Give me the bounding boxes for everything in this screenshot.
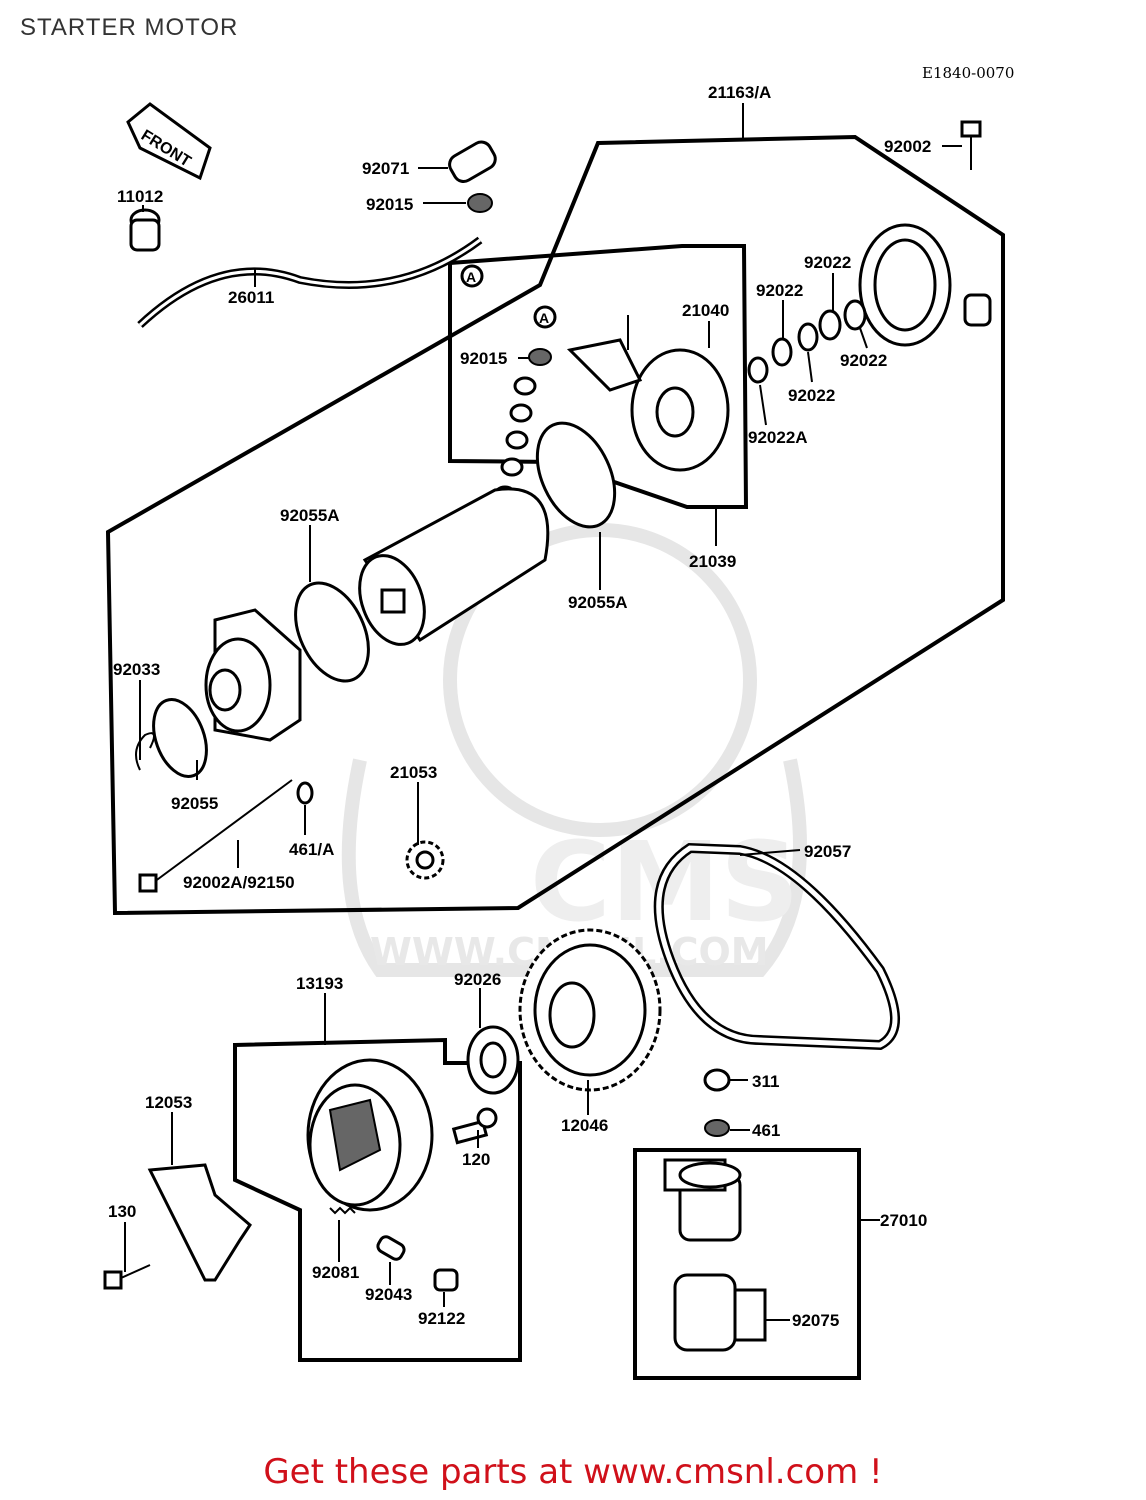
page-title: STARTER MOTOR (20, 14, 239, 41)
washer-461a-icon (296, 781, 314, 805)
part-label-26011: 26011 (228, 288, 274, 307)
part-label-92002: 92002 (884, 137, 931, 156)
part-label-92043: 92043 (365, 1285, 412, 1304)
part-label-13193: 13193 (296, 974, 343, 993)
clutch-box (233, 1037, 522, 1362)
motor-yoke-icon (358, 487, 550, 646)
front-arrow-icon: FRONT (126, 102, 212, 181)
part-label-92022a: 92022A (748, 428, 808, 447)
part-label-92022: 92022 (804, 253, 851, 272)
marker-a-top: A (460, 264, 484, 288)
part-label-27010: 27010 (880, 1211, 927, 1230)
starter-assembly-box (105, 134, 1005, 916)
brush-holder-plate-icon (566, 315, 730, 472)
part-label-120: 120 (462, 1150, 490, 1169)
o-ring-small-icon (152, 698, 208, 778)
relay-cover-icon (673, 1273, 767, 1352)
part-label-92026: 92026 (454, 970, 501, 989)
part-label-92015: 92015 (366, 195, 413, 214)
bolt-icon (960, 120, 982, 170)
thrust-washer-icon (466, 1025, 520, 1095)
part-label-11012: 11012 (117, 187, 163, 206)
part-label-92055a: 92055A (568, 593, 628, 612)
part-label-92055: 92055 (171, 794, 218, 813)
leader-lines (124, 103, 962, 1321)
part-label-130: 130 (108, 1202, 136, 1221)
part-label-92075: 92075 (792, 1311, 839, 1330)
part-label-311: 311 (752, 1072, 779, 1091)
svg-text:A: A (539, 310, 549, 326)
part-label-92015: 92015 (460, 349, 507, 368)
part-label-21039: 21039 (689, 552, 736, 571)
o-ring-left-icon (294, 581, 370, 683)
terminal-boot-icon (129, 208, 161, 252)
washer-461-icon (704, 1119, 730, 1137)
part-label-92022: 92022 (756, 281, 803, 300)
terminal-nut-icon (467, 193, 493, 213)
part-labels: 21163/A 92002 92071 92015 11012 26011 92… (108, 83, 931, 1330)
bracket-icon (147, 1163, 252, 1282)
part-label-21040: 21040 (682, 301, 729, 320)
diagram-reference: E1840-0070 (922, 64, 1015, 82)
relay-box (633, 1148, 861, 1380)
spring-icon (329, 1206, 356, 1215)
part-label-92057: 92057 (804, 842, 851, 861)
o-ring-right-icon (535, 421, 617, 529)
terminal-cap-icon (448, 140, 497, 183)
part-label-461a: 461/A (289, 840, 334, 859)
part-label-21053: 21053 (390, 763, 437, 782)
part-label-92055a: 92055A (280, 506, 340, 525)
svg-text:A: A (466, 269, 476, 285)
through-bolt-icon (138, 779, 293, 893)
starter-sprocket-icon (518, 928, 662, 1092)
part-label-92122: 92122 (418, 1309, 465, 1328)
allen-bolt-icon (451, 1107, 498, 1145)
part-label-461: 461 (752, 1121, 780, 1140)
front-housing-icon (204, 608, 302, 742)
part-label-12053: 12053 (145, 1093, 192, 1112)
footer-link[interactable]: Get these parts at www.cmsnl.com ! (263, 1452, 883, 1492)
part-label-92002a-92150: 92002A/92150 (183, 873, 295, 892)
washer-set-icon (747, 299, 867, 384)
part-label-92022: 92022 (788, 386, 835, 405)
starter-end-cover-icon (858, 223, 992, 347)
part-label-92033: 92033 (113, 660, 160, 679)
part-label-92022: 92022 (840, 351, 887, 370)
nut-311-icon (703, 1068, 731, 1092)
brush-holder-box (448, 244, 749, 509)
cap-icon (433, 1268, 459, 1292)
part-label-12046: 12046 (561, 1116, 608, 1135)
part-label-21163a: 21163/A (708, 83, 771, 102)
part-label-92071: 92071 (362, 159, 409, 178)
part-label-92081: 92081 (312, 1263, 359, 1282)
starter-clutch-icon (306, 1058, 434, 1212)
circlip-icon (135, 732, 155, 771)
plunger-icon (376, 1235, 406, 1261)
pinion-gear-icon (405, 840, 445, 880)
bracket-bolt-icon (103, 1264, 151, 1290)
starter-relay-icon (663, 1158, 742, 1242)
marker-a-mid: A (533, 305, 557, 329)
